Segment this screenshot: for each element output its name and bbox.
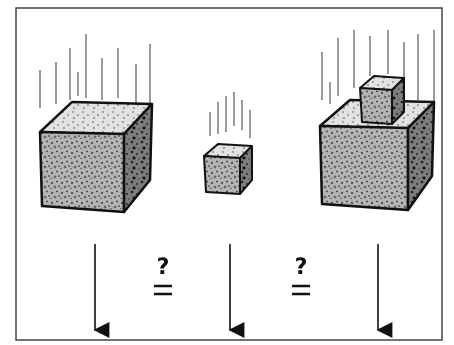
speed-lines-combined	[321, 30, 435, 110]
speed-lines-small	[209, 92, 251, 138]
small-block-group	[203, 92, 253, 195]
large-block-group	[38, 34, 154, 214]
combined-block-group	[318, 30, 436, 212]
question-mark-1: ?	[156, 255, 170, 280]
figure-border	[15, 7, 443, 341]
stacked-stone-cubes-icon	[318, 75, 436, 212]
equals-sign-2: =	[289, 275, 313, 300]
small-stone-cube-icon	[203, 143, 253, 195]
down-arrows	[93, 244, 393, 338]
equals-sign-1: =	[151, 275, 175, 300]
large-stone-cube-icon	[38, 100, 154, 214]
question-mark-2: ?	[294, 255, 308, 280]
equals-bars	[154, 284, 310, 296]
speed-lines-large	[39, 34, 151, 108]
